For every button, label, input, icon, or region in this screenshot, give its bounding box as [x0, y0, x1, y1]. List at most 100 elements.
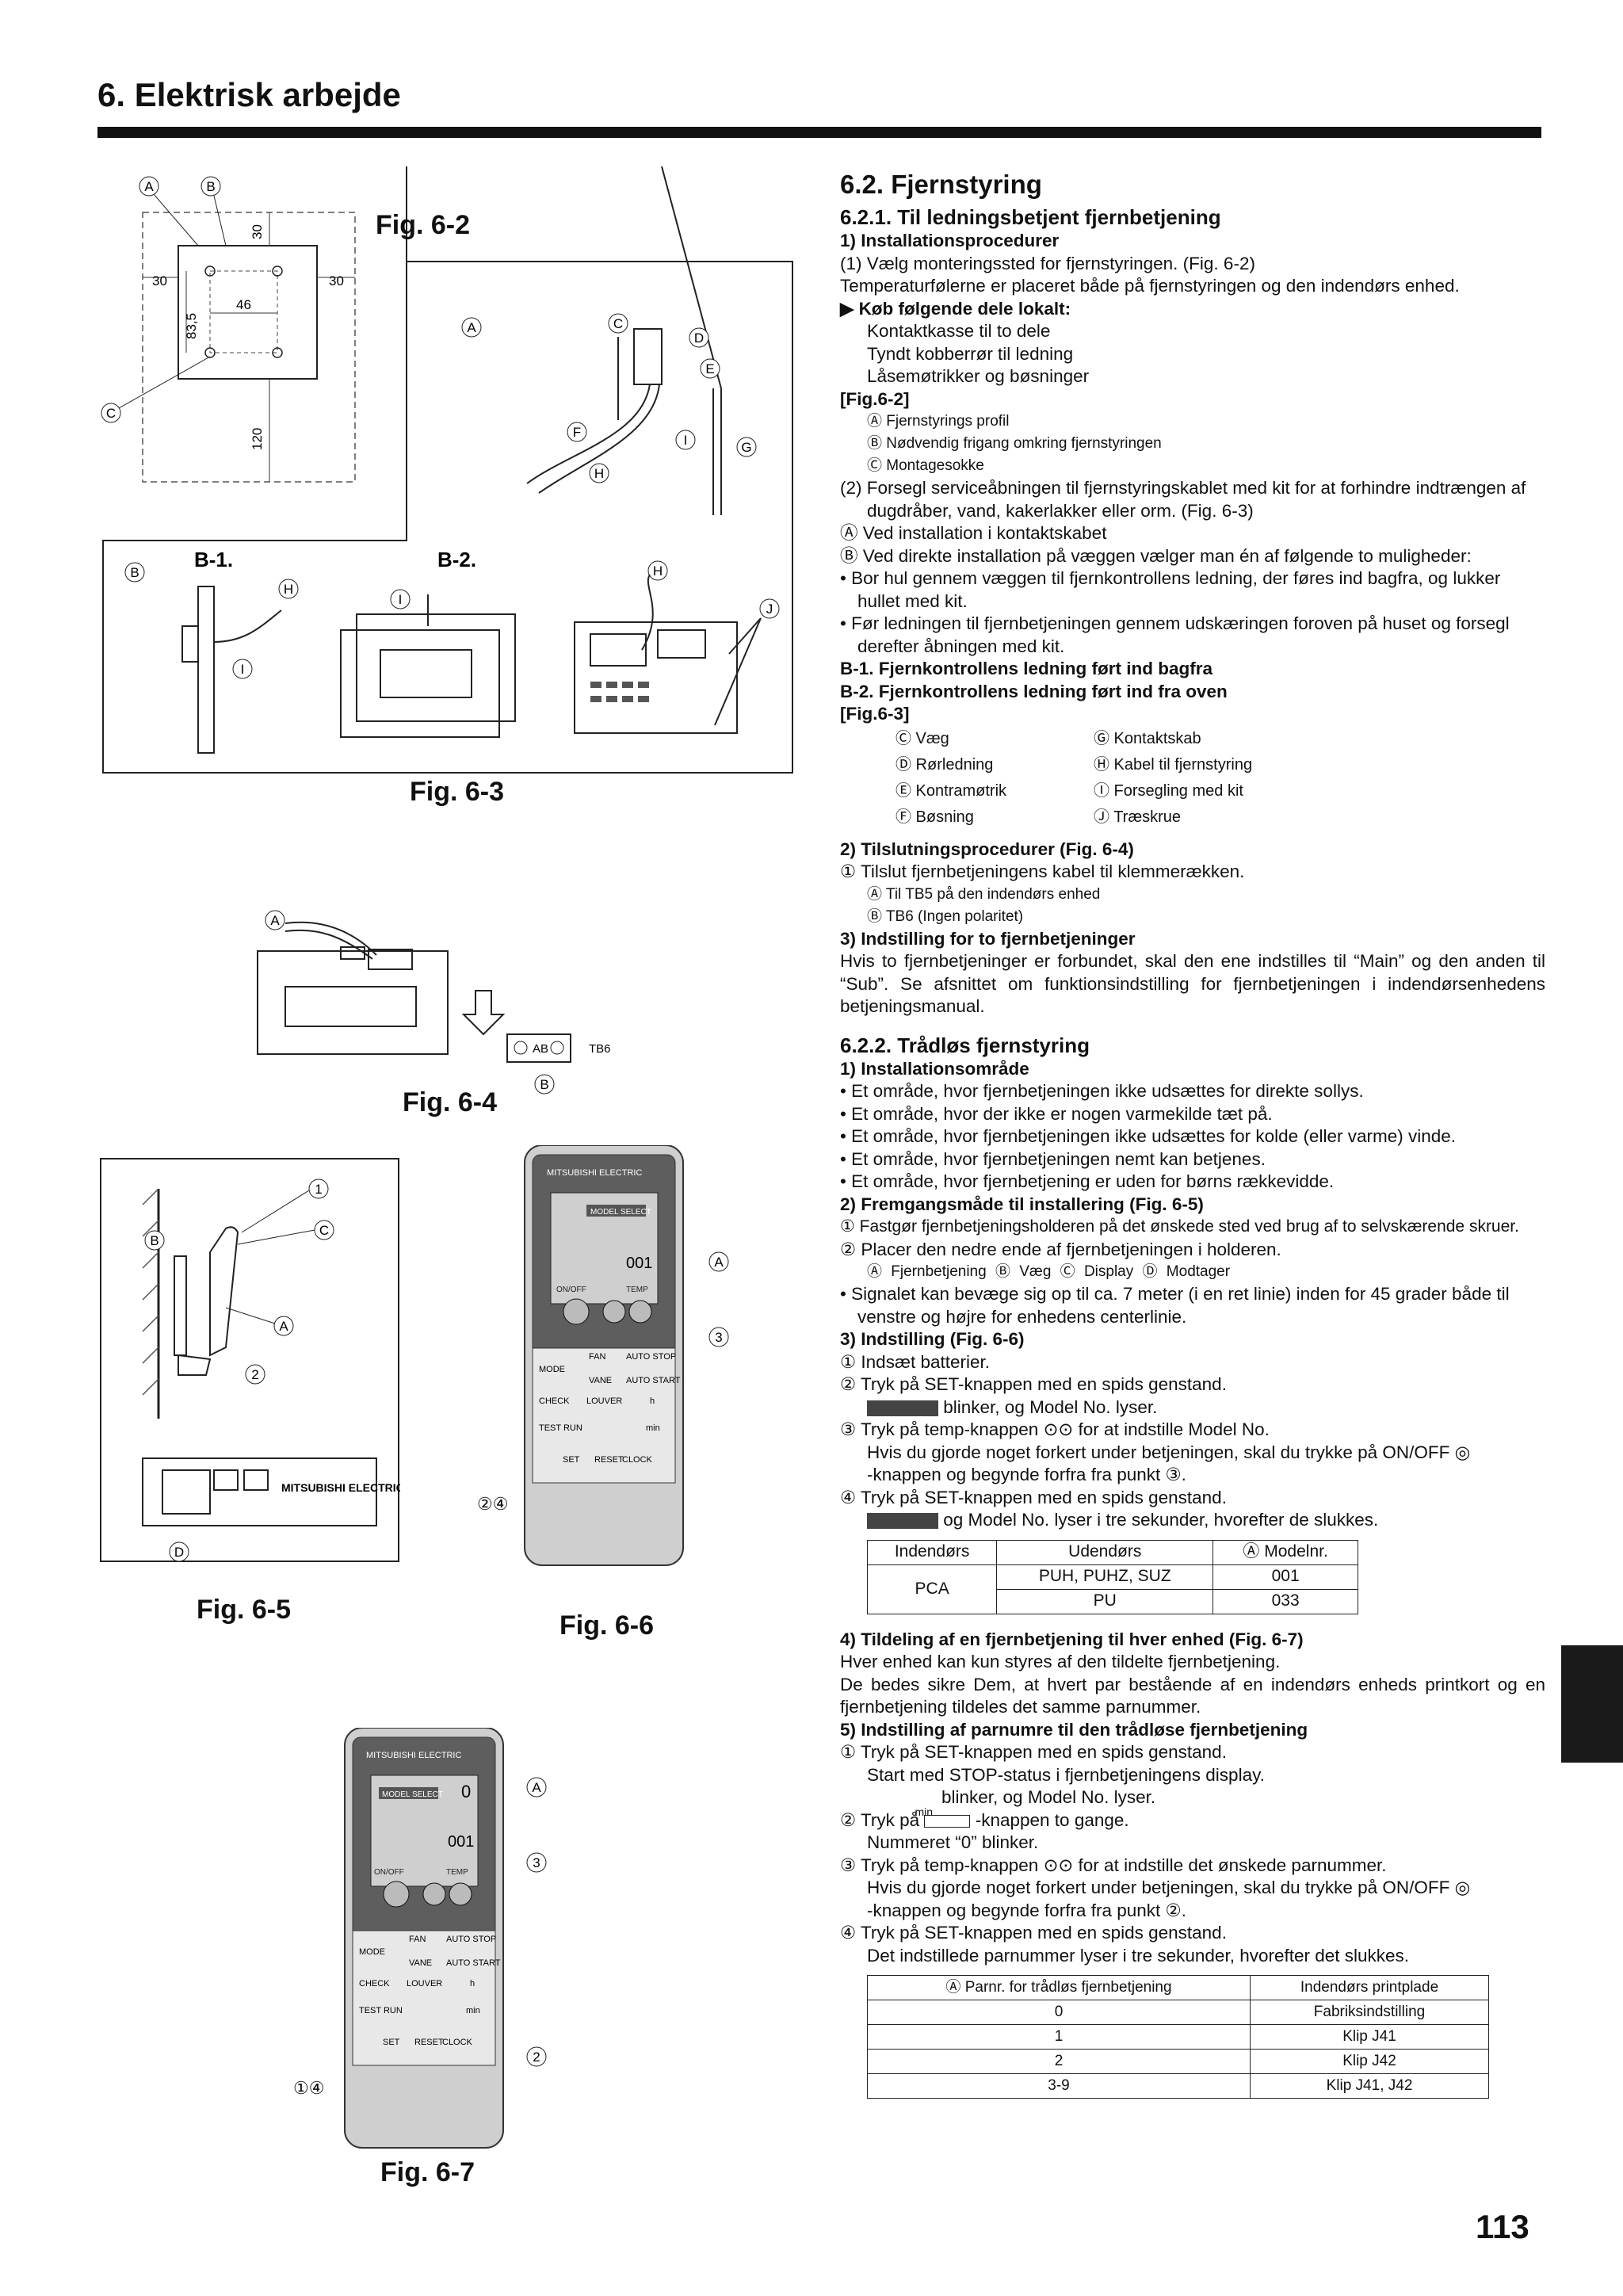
onoff-note-2: Hvis du gjorde noget forkert under betje… — [867, 1878, 1450, 1897]
fig62-item: Ⓒ Montagesokke — [867, 457, 984, 474]
set-label-fig66: SET — [563, 1455, 580, 1465]
svg-text:F: F — [573, 425, 581, 440]
connect-step: ① Tilslut fjernbetjeningens kabel til kl… — [840, 861, 1245, 881]
mode-label-fig66: MODE — [539, 1365, 565, 1374]
page-title: 6. Elektrisk arbejde — [97, 76, 401, 113]
pair-step: ① Tryk på SET-knappen med en spids genst… — [840, 1742, 1227, 1762]
svg-text:D: D — [694, 330, 704, 346]
mount-heading: 2) Fremgangsmåde til installering (Fig. … — [840, 1194, 1204, 1214]
mount-socket — [209, 270, 278, 353]
vane-label-fig66: VANE — [589, 1376, 612, 1385]
model-select-icon — [867, 1400, 938, 1416]
mode-label-fig67: MODE — [359, 1947, 385, 1957]
svg-text:B: B — [206, 179, 215, 194]
table-cell: Klip J41, J42 — [1250, 2073, 1489, 2099]
remote-profile — [178, 245, 318, 380]
display-model-select-fig67: MODEL SELECT — [382, 1790, 443, 1799]
auto-start-label-fig67: AUTO START — [446, 1958, 501, 1968]
dim-30-left: 30 — [152, 273, 167, 288]
temp-label-fig66: TEMP — [626, 1286, 648, 1294]
clearance-box — [142, 212, 356, 483]
table-cell: PUH, PUHZ, SUZ — [996, 1564, 1214, 1590]
signal-note: • Signalet kan bevæge sig op til ca. 7 m… — [840, 1284, 1510, 1327]
vane-label-fig67: VANE — [409, 1958, 432, 1968]
area-heading: 1) Installationsområde — [840, 1058, 1029, 1079]
legend-item: Ⓗ Kabel til fjernstyring — [1094, 755, 1253, 774]
fan-label-fig66: FAN — [589, 1352, 605, 1362]
onoff-label-fig66: ON/OFF — [556, 1286, 586, 1294]
buy-item: Kontaktkasse til to dele — [867, 321, 1051, 341]
set-label-fig67: SET — [383, 2038, 400, 2047]
check-label-fig66: CHECK — [539, 1396, 570, 1406]
fig-6-3-label: Fig. 6-3 — [410, 777, 505, 807]
assign-heading: 4) Tildeling af en fjernbetjening til hv… — [840, 1629, 1304, 1649]
clock-label-fig67: CLOCK — [442, 2038, 473, 2047]
fig-6-7-remote: MITSUBISHI ELECTRIC MODEL SELECT 0 001 O… — [344, 1728, 547, 2149]
buy-title: Køb følgende dele lokalt: — [858, 298, 1071, 319]
model-lit-text: og Model No. lyser i tre sekunder, hvore… — [943, 1510, 1379, 1530]
legend-item: Ⓕ Bøsning — [896, 808, 974, 826]
temp-press-text: ③ Tryk på temp-knappen — [840, 1855, 1039, 1875]
mount-step: ① Fastgør fjernbetjeningsholderen på det… — [840, 1217, 1519, 1236]
display-model-select: MODEL SELECT — [590, 1208, 651, 1217]
clock-label-fig66: CLOCK — [622, 1455, 653, 1465]
mount-legend: Ⓐ Fjernbetjening Ⓑ Væg Ⓒ Display Ⓓ Modta… — [867, 1263, 1231, 1280]
brand-label-fig67: MITSUBISHI ELECTRIC — [366, 1751, 461, 1760]
svg-text:H: H — [653, 563, 663, 579]
setting-step-note: og Model No. lyser i tre sekunder, hvore… — [840, 1509, 1545, 1532]
svg-text:C: C — [319, 1223, 329, 1238]
svg-text:B: B — [540, 1077, 548, 1092]
buy-item: Tyndt kobberrør til ledning — [867, 343, 1074, 364]
fig62-ref: [Fig.6-2] — [840, 388, 910, 409]
legend-item: Ⓖ Kontaktskab — [1094, 729, 1201, 747]
svg-text:C: C — [613, 316, 623, 331]
auto-stop-label-fig67: AUTO STOP — [446, 1935, 496, 1944]
setting-step-note: blinker, og Model No. lyser. — [840, 1396, 1545, 1419]
table-cell: 2 — [867, 2049, 1251, 2074]
pair-table: Ⓐ Parnr. for trådløs fjernbetjening Inde… — [867, 1975, 1489, 2099]
svg-text:A: A — [270, 913, 280, 928]
pair-step-note: Det indstillede parnummer lyser i tre se… — [867, 1945, 1410, 1966]
page-number: 113 — [1476, 2208, 1529, 2245]
table-cell: 1 — [867, 2024, 1251, 2050]
table-header: Ⓐ Parnr. for trådløs fjernbetjening — [867, 1975, 1251, 2000]
fig62-item: Ⓐ Fjernstyrings profil — [867, 413, 1010, 430]
pair-step: ④ Tryk på SET-knappen med en spids genst… — [840, 1923, 1227, 1943]
temp-step-text-2: for at indstille Model No. — [1078, 1419, 1270, 1439]
dim-30-right: 30 — [329, 273, 344, 288]
onoff-icon: ◎ — [1454, 1878, 1471, 1897]
temp-step-text: ③ Tryk på temp-knappen — [840, 1419, 1039, 1439]
svg-text:A: A — [714, 1255, 724, 1270]
legend-item: Ⓘ Forsegling med kit — [1094, 781, 1243, 800]
pair-step: ③ Tryk på temp-knappen ⊙⊙ for at indstil… — [840, 1855, 1545, 1878]
setting-step: ③ Tryk på temp-knappen ⊙⊙ for at indstil… — [840, 1419, 1545, 1442]
reset-label-fig66: RESET — [594, 1455, 624, 1465]
svg-text:G: G — [741, 440, 751, 455]
svg-text:A: A — [467, 320, 476, 335]
legend-item: Ⓔ Kontramøtrik — [896, 781, 1007, 800]
louver-label-fig66: LOUVER — [586, 1396, 622, 1406]
pair-step-note: -knappen og begynde forfra fra punkt ②. — [867, 1900, 1186, 1920]
temp-buttons-icon: ⊙⊙ — [1043, 1855, 1074, 1875]
table-cell: PCA — [866, 1564, 998, 1614]
svg-text:A: A — [532, 1780, 541, 1795]
b1-label: B-1. — [194, 548, 233, 571]
setting-step: ① Indsæt batterier. — [840, 1351, 991, 1372]
svg-text:2: 2 — [251, 1367, 258, 1382]
setting-step-note: -knappen og begynde forfra fra punkt ③. — [867, 1465, 1186, 1484]
brand-logo-text-fig65: MITSUBISHI ELECTRIC — [281, 1481, 400, 1494]
svg-text:C: C — [106, 406, 116, 421]
legend-item: Ⓒ Væg — [896, 729, 949, 747]
section-6-2-1-title: 6.2.1. Til ledningsbetjent fjernbetjenin… — [840, 205, 1221, 229]
b2-heading: B-2. Fjernkontrollens ledning ført ind f… — [840, 681, 1228, 701]
test-run-label-fig66: TEST RUN — [539, 1423, 582, 1433]
step-2d: • Før ledningen til fjernbetjeningen gen… — [840, 613, 1510, 656]
fig-6-7-label: Fig. 6-7 — [380, 2157, 475, 2187]
fig-6-6-callout: ②④ — [477, 1494, 509, 1514]
brand-label-fig66: MITSUBISHI ELECTRIC — [547, 1168, 642, 1178]
press-text-2: -knappen to gange. — [975, 1809, 1129, 1830]
table-cell: 0 — [867, 2000, 1251, 2025]
table-header: Udendørs — [996, 1539, 1214, 1565]
header-rule — [97, 127, 1541, 138]
min-label-fig66: min — [646, 1423, 660, 1433]
